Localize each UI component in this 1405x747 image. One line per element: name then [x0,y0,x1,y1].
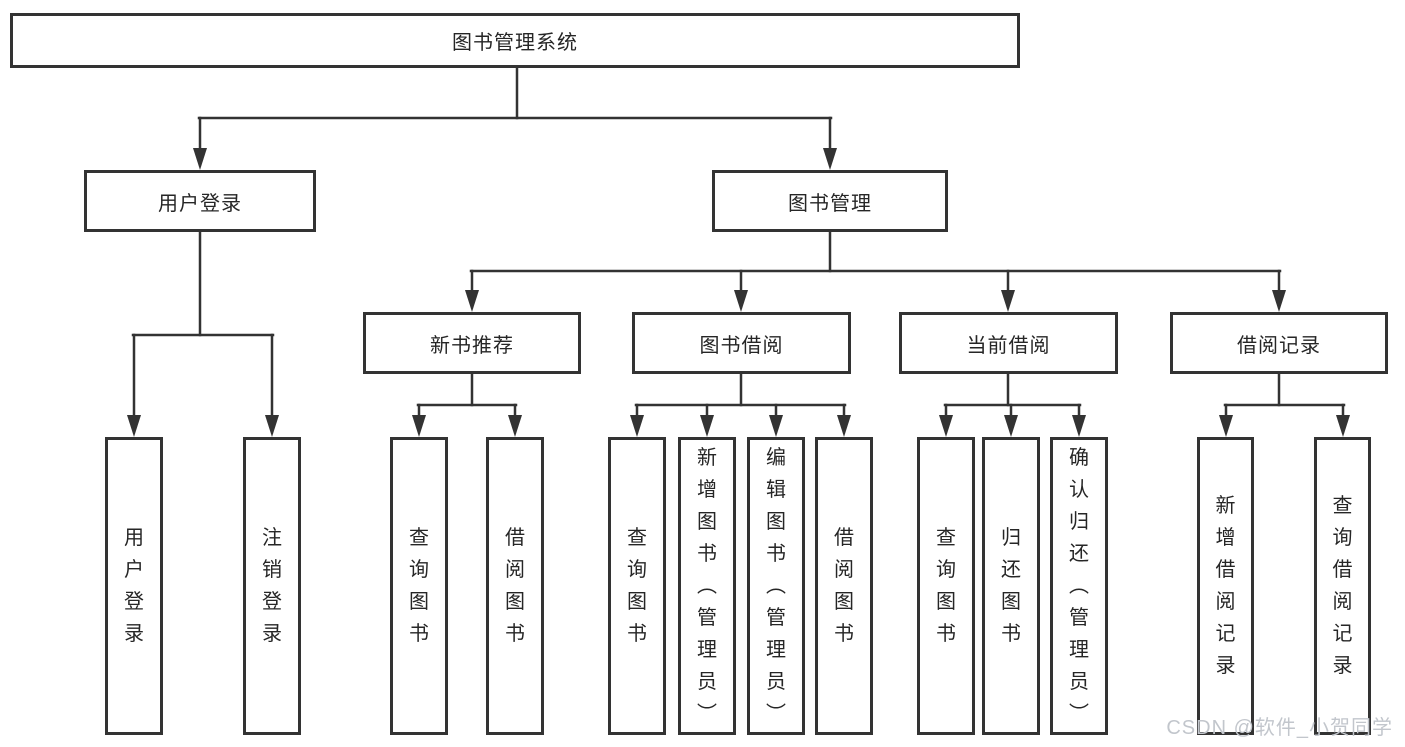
node-logout-leaf-label: 注销登录 [262,527,282,645]
node-borrow-books-recommend: 借阅图书 [486,437,544,735]
node-borrow-books: 借阅图书 [815,437,873,735]
node-book-borrow: 图书借阅 [632,312,851,374]
node-book-management-label: 图书管理 [788,192,872,215]
node-edit-books-admin: 编辑图书︵管理员︶ [747,437,805,735]
node-query-books-recommend: 查询图书 [390,437,448,735]
node-query-books-current: 查询图书 [917,437,975,735]
node-return-books: 归还图书 [982,437,1040,735]
node-borrow-records-label: 借阅记录 [1237,334,1321,357]
node-book-borrow-label: 图书借阅 [699,334,784,357]
node-add-borrow-record: 新增借阅记录 [1197,437,1254,735]
node-root-system-label: 图书管理系统 [452,32,578,54]
node-query-books-borrow: 查询图书 [608,437,666,735]
node-borrow-books-recommend-label: 借阅图书 [505,527,525,645]
csdn-watermark: CSDN @软件_小贺同学 [1166,717,1393,739]
node-query-borrow-record: 查询借阅记录 [1314,437,1371,735]
node-add-borrow-record-label: 新增借阅记录 [1215,495,1236,677]
node-user-login-leaf-label: 用户登录 [124,527,144,645]
node-book-management: 图书管理 [712,170,948,232]
node-user-login-leaf: 用户登录 [105,437,163,735]
node-query-books-current-label: 查询图书 [936,527,956,645]
node-borrow-records: 借阅记录 [1170,312,1388,374]
node-new-book-recommend-label: 新书推荐 [430,334,514,357]
node-return-books-label: 归还图书 [1001,527,1021,645]
node-edit-books-admin-label: 编辑图书︵管理员︶ [766,447,786,725]
node-current-borrow-label: 当前借阅 [966,334,1051,357]
node-new-book-recommend: 新书推荐 [363,312,581,374]
node-add-books-admin: 新增图书︵管理员︶ [678,437,736,735]
node-user-login-label: 用户登录 [158,192,242,215]
node-query-books-recommend-label: 查询图书 [409,527,429,645]
node-confirm-return-admin-label: 确认归还︵管理员︶ [1069,447,1089,725]
node-current-borrow: 当前借阅 [899,312,1118,374]
node-add-books-admin-label: 新增图书︵管理员︶ [697,447,717,725]
node-user-login: 用户登录 [84,170,316,232]
node-logout-leaf: 注销登录 [243,437,301,735]
node-borrow-books-label: 借阅图书 [834,527,854,645]
node-confirm-return-admin: 确认归还︵管理员︶ [1050,437,1108,735]
node-query-books-borrow-label: 查询图书 [627,527,647,645]
node-query-borrow-record-label: 查询借阅记录 [1332,495,1353,677]
node-root-system: 图书管理系统 [10,13,1020,68]
